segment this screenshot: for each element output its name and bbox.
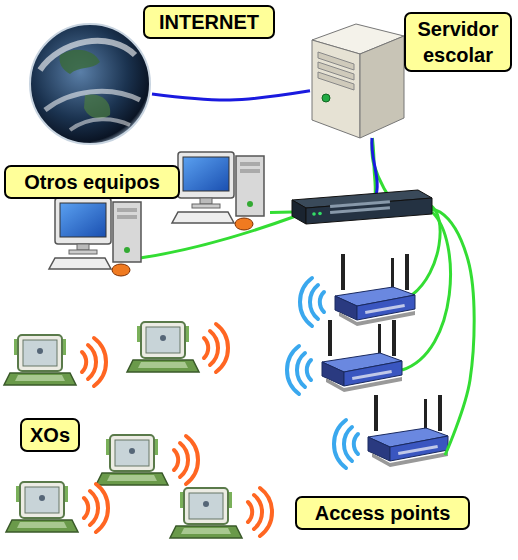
- xo-laptop: [96, 435, 168, 485]
- wifi-waves: [84, 484, 108, 532]
- xo-laptop: [127, 322, 199, 372]
- xo-laptop: [6, 482, 78, 532]
- wifi-waves: [334, 420, 358, 468]
- device-label: Access points: [295, 496, 470, 530]
- device-label: INTERNET: [143, 5, 275, 39]
- xo-laptop: [170, 488, 242, 538]
- access-point: [335, 254, 415, 326]
- network-cable: [372, 138, 474, 455]
- network-switch: [292, 190, 432, 224]
- wifi-waves: [204, 324, 228, 372]
- wifi-waves: [300, 278, 324, 326]
- device-label: XOs: [20, 418, 80, 452]
- device-label: Servidor escolar: [404, 12, 512, 72]
- blue-cable: [372, 138, 377, 198]
- green-cable: [402, 212, 451, 370]
- wifi-waves: [287, 346, 311, 394]
- access-point: [322, 320, 402, 392]
- internet-globe: [30, 24, 150, 144]
- desktop-computer: [172, 152, 264, 230]
- wifi-waves: [248, 488, 272, 536]
- wifi-waves: [174, 436, 198, 484]
- server-tower: [312, 24, 404, 138]
- network-cable: [152, 91, 310, 100]
- xo-laptop: [4, 335, 76, 385]
- wifi-waves: [82, 338, 106, 386]
- device-label: Otros equipos: [4, 165, 180, 199]
- desktop-computer: [49, 198, 141, 276]
- access-point: [368, 395, 448, 467]
